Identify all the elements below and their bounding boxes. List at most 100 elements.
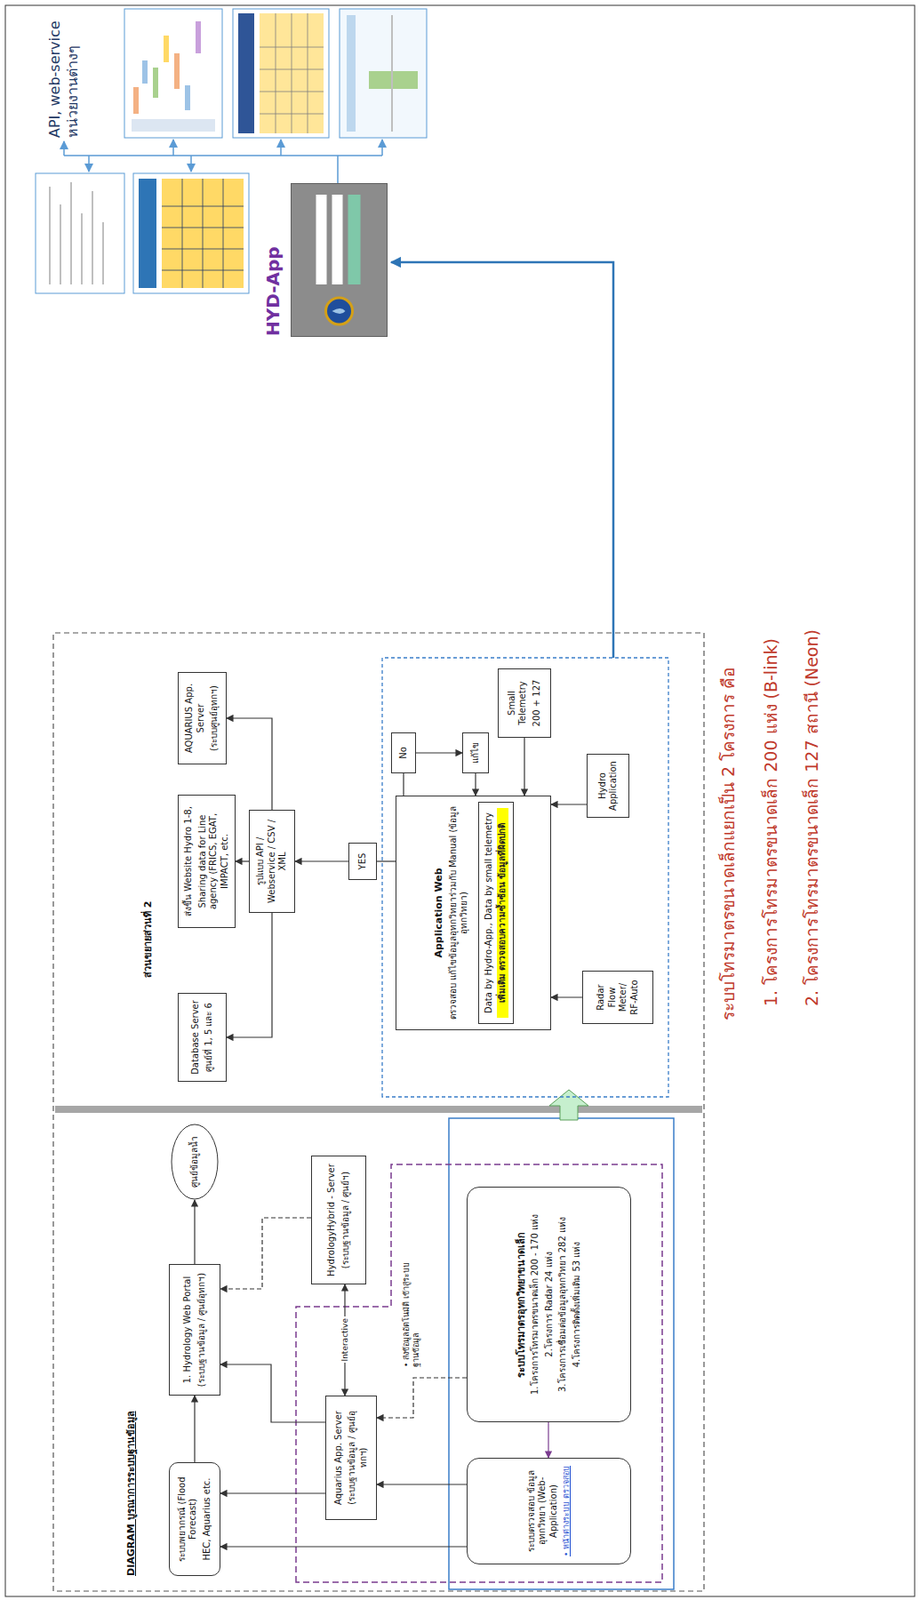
node-text: 1. Hydrology Web Portal xyxy=(182,1270,194,1390)
webapp-box: ระบบตรวจสอบ ข้อมูลอุทกวิทยา (Web-Applica… xyxy=(466,1457,632,1565)
screenshot-detail xyxy=(131,119,216,132)
screenshot-detail xyxy=(152,67,159,98)
edit-box: แก้ไข xyxy=(462,732,489,774)
node-text: Hydro Application xyxy=(597,760,620,812)
node-text: แก้ไข xyxy=(470,738,482,768)
node-text: 4.โครงการติดตั้งเพิ่มเติม 53 แห่ง xyxy=(571,1192,584,1416)
connector xyxy=(402,773,404,796)
connector xyxy=(235,860,249,862)
connector xyxy=(220,1492,326,1494)
flow-note: • ส่งข้อมูลอัตโนมัติ เข้าสู่ระบบฐานข้อมู… xyxy=(401,1260,423,1368)
red-note: 1. โครงการโทรมาตรขนาดเล็ก 200 แห่ง (B-li… xyxy=(760,624,783,1007)
node-text: 2.โครงการ Radar 24 แห่ง xyxy=(544,1192,556,1416)
red-note: 2. โครงการโทรมาตรขนาดเล็ก 127 สถานี (Neo… xyxy=(801,624,824,1007)
node-text: ระบบตรวจสอบ ข้อมูลอุทกวิทยา (Web-Applica… xyxy=(526,1464,560,1559)
node-text: Data by Hydro-App., Data by small teleme… xyxy=(483,808,496,1018)
connector xyxy=(226,912,272,1038)
diagram-title: DIAGRAM บูรณาการระบบฐานข้อมูล xyxy=(122,1410,139,1576)
node-text: 1.โครงการโทรมาตรขนาดเล็ก 200 - 170 แห่ง xyxy=(529,1192,542,1416)
node-text: Small Telemetry xyxy=(506,674,529,732)
connector xyxy=(193,1200,195,1264)
node-text: ศูนย์ที่ 1, 5 และ 6 xyxy=(203,999,216,1076)
node-text: HydrologyHybrid - Server xyxy=(326,1161,338,1279)
flow-arrow xyxy=(549,1089,589,1120)
screenshot-detail xyxy=(259,13,324,134)
connector xyxy=(551,996,583,998)
branch-arrow xyxy=(88,155,90,172)
logo-drop xyxy=(332,308,346,314)
edge-label: Interactive xyxy=(340,1316,350,1363)
login-button xyxy=(348,194,361,285)
node-text: (ระบบฐานข้อมูล / ศูนย์อุทกฯ) xyxy=(346,1401,369,1514)
node-text: YES xyxy=(357,848,369,874)
screenshot-detail xyxy=(142,60,148,84)
connector xyxy=(551,803,587,805)
screenshot-thumb xyxy=(124,8,223,138)
output-note: API, web-service หน่วยงานต่างๆ xyxy=(46,4,82,138)
portal-box: 1. Hydrology Web Portal(ระบบฐานข้อมูล / … xyxy=(168,1264,221,1396)
screenshot-detail xyxy=(138,178,157,288)
application-box: Application Webตรวจสอบ แก้ไขข้อมูลอุทกวิ… xyxy=(395,795,552,1031)
node-text: รูปแบบ API / Webservice / CSV / XML xyxy=(255,816,289,907)
node-text: Application Web xyxy=(432,801,446,1024)
connector xyxy=(376,1377,467,1418)
section-title: ส่วนขยายส่วนที่ 2 xyxy=(142,835,155,978)
forecast-box: ระบบพยากรณ์ (Flood Forecast)HEC, Aquariu… xyxy=(168,1462,221,1576)
node-text: • หน้าต่างระบบ ตรวจสอบ xyxy=(561,1464,572,1559)
screenshot-detail xyxy=(346,15,356,132)
branch-arrow xyxy=(280,139,282,156)
server-box: HydrologyHybrid - Server(ระบบฐานข้อมูล /… xyxy=(311,1155,367,1285)
screenshot-thumb xyxy=(133,173,249,294)
extension-frame xyxy=(382,657,669,1097)
connector xyxy=(376,860,396,862)
connector xyxy=(220,1545,467,1547)
connector xyxy=(295,860,349,862)
node-text: (ระบบฐานข้อมูล / ศูนย์อุทกฯ) xyxy=(196,1270,208,1390)
screenshot-detail xyxy=(163,35,169,63)
node-text: ศูนย์ข้อมูลน้ำ xyxy=(189,1128,201,1195)
server-box: Aquarius App. Server(ระบบฐานข้อมูล / ศูน… xyxy=(325,1395,377,1520)
node-text: เพิ่มเติม ตรวจสอบความซ้ำซ้อน ข้อมูลที่ผิ… xyxy=(496,808,509,1018)
screenshot-detail xyxy=(184,85,191,111)
node-text: ตรวจสอบ แก้ไขข้อมูลอุทกวิทยาร่วมกับ Manu… xyxy=(448,801,471,1024)
screenshot-detail xyxy=(391,15,393,132)
branch-arrow xyxy=(63,141,65,156)
device-box: Small Telemetry200 + 127 xyxy=(497,668,552,738)
branch-arrow xyxy=(190,155,192,172)
login-field xyxy=(332,194,344,285)
scope-frame xyxy=(53,632,704,1592)
logo-seal xyxy=(326,297,353,325)
node-text: 200 + 127 xyxy=(531,674,544,732)
node-text: Radar Flow Meter/ RF-Auto xyxy=(595,976,640,1018)
flow-arrow xyxy=(391,262,614,658)
node-text: HYD-App xyxy=(262,246,285,336)
website-box: ส่งขึ้น Website Hydro 1-8,Sharing data f… xyxy=(177,794,236,928)
screenshot-detail xyxy=(238,13,255,134)
node-text: (ระบบศูนย์อุทกฯ) xyxy=(208,678,221,759)
telemetry-box: ระบบโทรมาตรอุทกวิทยาขนาดเล็ก1.โครงการโทร… xyxy=(466,1186,632,1423)
screenshot-detail xyxy=(368,71,418,89)
red-note: ระบบโทรมาตรขนาดเล็กแยกเป็น 2 โครงการ คือ xyxy=(718,638,740,1021)
center-ellipse: ศูนย์ข้อมูลน้ำ xyxy=(170,1123,219,1200)
ellipse-shape xyxy=(171,1124,218,1200)
connector xyxy=(547,1422,549,1458)
node-text: HEC, Aquarius etc. xyxy=(201,1468,214,1570)
node-text: No xyxy=(398,738,410,768)
node-text: AQUARIUS App. Server xyxy=(184,678,207,759)
node-text: ระบบพยากรณ์ (Flood Forecast) xyxy=(176,1468,200,1570)
screenshot-thumb xyxy=(232,8,329,138)
login-field xyxy=(316,194,328,285)
node-text: Sharing data for Line agency (FRICS, EGA… xyxy=(197,800,232,922)
node-text: (ระบบฐานข้อมูล / ศูนย์ฯ) xyxy=(340,1161,352,1279)
decision-box: No xyxy=(391,732,416,774)
server-box: AQUARIUS App. Server(ระบบศูนย์อุทกฯ) xyxy=(177,672,227,765)
screenshot-thumb xyxy=(339,8,427,138)
divider-bar xyxy=(55,1105,703,1113)
node-text: Aquarius App. Server xyxy=(333,1401,345,1514)
node-text: ระบบโทรมาตรอุทกวิทยาขนาดเล็ก xyxy=(515,1192,528,1416)
connector xyxy=(474,773,476,796)
screenshot-detail xyxy=(49,182,104,285)
source-frame xyxy=(448,1118,674,1590)
page-border xyxy=(5,5,915,1597)
